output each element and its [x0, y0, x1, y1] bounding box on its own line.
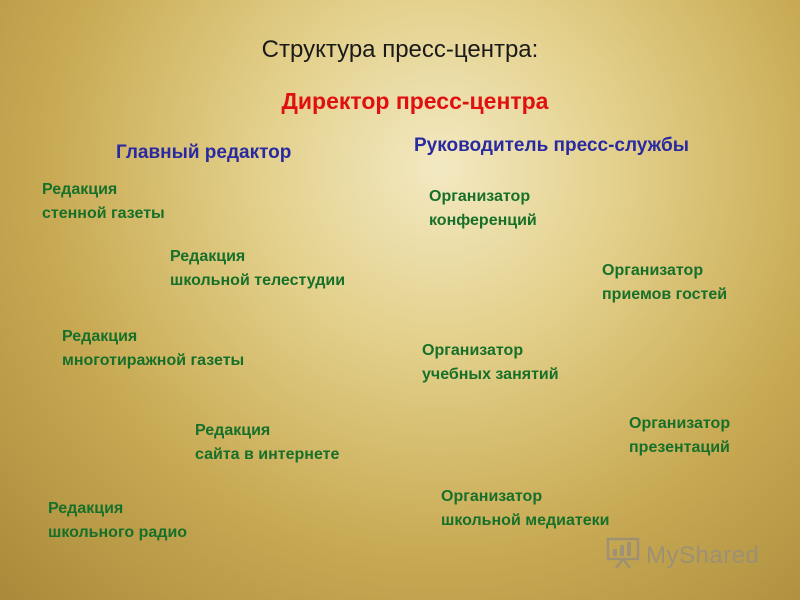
watermark-text: MyShared	[646, 541, 760, 569]
item-line1: Редакция	[195, 422, 271, 439]
item-line2: презентаций	[629, 439, 730, 456]
slide-title: Структура пресс-центра:	[261, 36, 539, 63]
item-line1: Организатор	[602, 262, 704, 279]
item-line2: сайта в интернете	[195, 446, 340, 463]
item-line1: Редакция	[42, 181, 118, 198]
right-item-media-library: Организатор школьной медиатеки	[441, 485, 609, 533]
presentation-board-icon	[606, 537, 640, 574]
right-item-conferences: Организатор конференций	[429, 185, 537, 233]
item-line1: Организатор	[629, 415, 731, 432]
item-line2: стенной газеты	[42, 205, 165, 222]
left-item-wall-newspaper: Редакция стенной газеты	[42, 178, 165, 226]
item-line2: школьного радио	[48, 524, 188, 541]
item-line1: Редакция	[62, 328, 138, 345]
item-line2: приемов гостей	[602, 286, 728, 303]
item-line2: многотиражной газеты	[62, 352, 245, 369]
myshared-watermark: MyShared	[606, 537, 759, 574]
item-line2: школьной телестудии	[170, 272, 346, 289]
item-line2: конференций	[429, 212, 537, 229]
item-line1: Организатор	[429, 188, 531, 205]
right-item-classes: Организатор учебных занятий	[422, 339, 559, 387]
left-item-radio: Редакция школьного радио	[48, 497, 187, 545]
right-item-guests: Организатор приемов гостей	[602, 259, 727, 307]
director-label: Директор пресс-центра	[281, 88, 549, 114]
left-item-website: Редакция сайта в интернете	[195, 419, 339, 467]
item-line1: Организатор	[441, 488, 543, 505]
left-item-tv-studio: Редакция школьной телестудии	[170, 245, 345, 293]
right-item-presentations: Организатор презентаций	[629, 412, 730, 460]
left-item-newspaper: Редакция многотиражной газеты	[62, 325, 244, 373]
item-line1: Организатор	[422, 342, 524, 359]
item-line1: Редакция	[170, 248, 246, 265]
item-line2: учебных занятий	[422, 366, 559, 383]
item-line2: школьной медиатеки	[441, 512, 610, 529]
chief-editor-heading: Главный редактор	[116, 142, 292, 163]
press-service-head-heading: Руководитель пресс-службы	[414, 135, 690, 156]
item-line1: Редакция	[48, 500, 124, 517]
